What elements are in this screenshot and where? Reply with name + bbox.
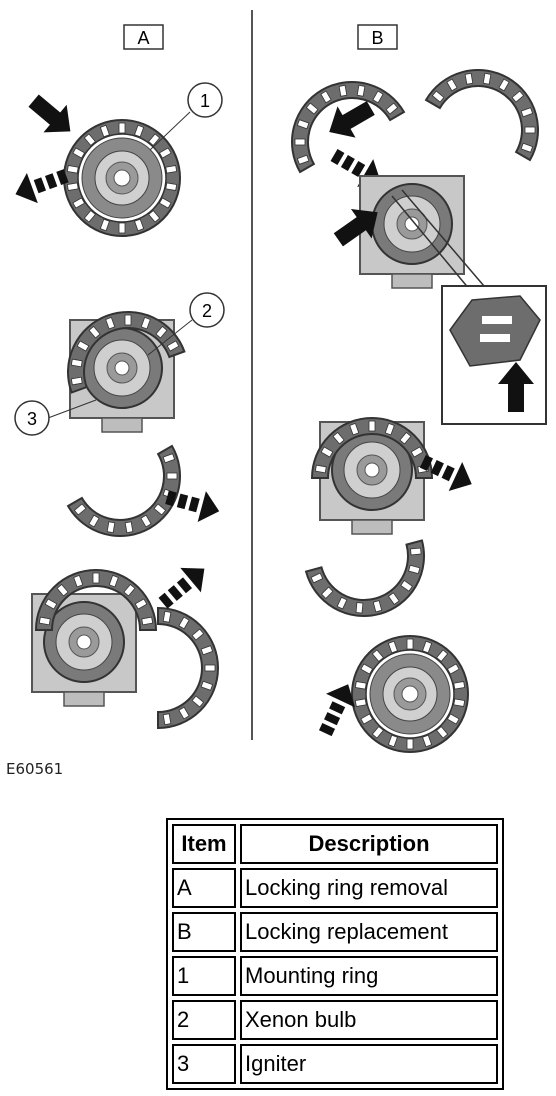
table-row: 3 Igniter (172, 1044, 498, 1084)
figure-code: E60561 (6, 760, 64, 778)
svg-text:2: 2 (202, 301, 212, 321)
table-row: 1 Mounting ring (172, 956, 498, 996)
legend-description: Locking replacement (240, 912, 498, 952)
table-row: A Locking ring removal (172, 868, 498, 908)
svg-text:1: 1 (200, 91, 210, 111)
legend-item: 1 (172, 956, 236, 996)
table-row: 2 Xenon bulb (172, 1000, 498, 1040)
arrow-turn (9, 160, 72, 210)
panel-b-label: B (357, 24, 398, 50)
procedure-figure: A B 1 2 3 (9, 10, 556, 753)
callout-leader-1 (149, 111, 191, 151)
callout-2: 2 (189, 292, 225, 328)
inset-leader (391, 195, 471, 291)
locking-ring-half-right (425, 47, 556, 161)
legend-item: 2 (172, 1000, 236, 1040)
inset-leader (401, 189, 485, 287)
legend-item: 3 (172, 1044, 236, 1084)
arrow-push (22, 86, 82, 146)
svg-text:3: 3 (27, 409, 37, 429)
locking-ring-open-side (157, 607, 219, 729)
table-row: B Locking replacement (172, 912, 498, 952)
legend-description: Mounting ring (240, 956, 498, 996)
legend-header-description: Description (240, 824, 498, 864)
legend-header-row: Item Description (172, 824, 498, 864)
legend-table: Item Description A Locking ring removal … (166, 818, 504, 1090)
legend-description: Locking ring removal (240, 868, 498, 908)
detail-inset (441, 285, 547, 425)
locking-ring (351, 635, 469, 753)
svg-text:B: B (371, 28, 383, 48)
panel-a-label: A (123, 24, 164, 50)
legend-header-item: Item (172, 824, 236, 864)
callout-leader-3 (47, 399, 97, 419)
locking-ring-open-lower (305, 539, 439, 631)
headlamp-housing (359, 175, 465, 289)
callout-3: 3 (14, 400, 50, 436)
callout-1: 1 (187, 82, 223, 118)
arrow-lift (152, 556, 215, 616)
legend-item: B (172, 912, 236, 952)
legend-description: Xenon bulb (240, 1000, 498, 1040)
callout-leader-2 (147, 319, 193, 356)
legend-description: Igniter (240, 1044, 498, 1084)
svg-text:A: A (137, 28, 149, 48)
legend-item: A (172, 868, 236, 908)
